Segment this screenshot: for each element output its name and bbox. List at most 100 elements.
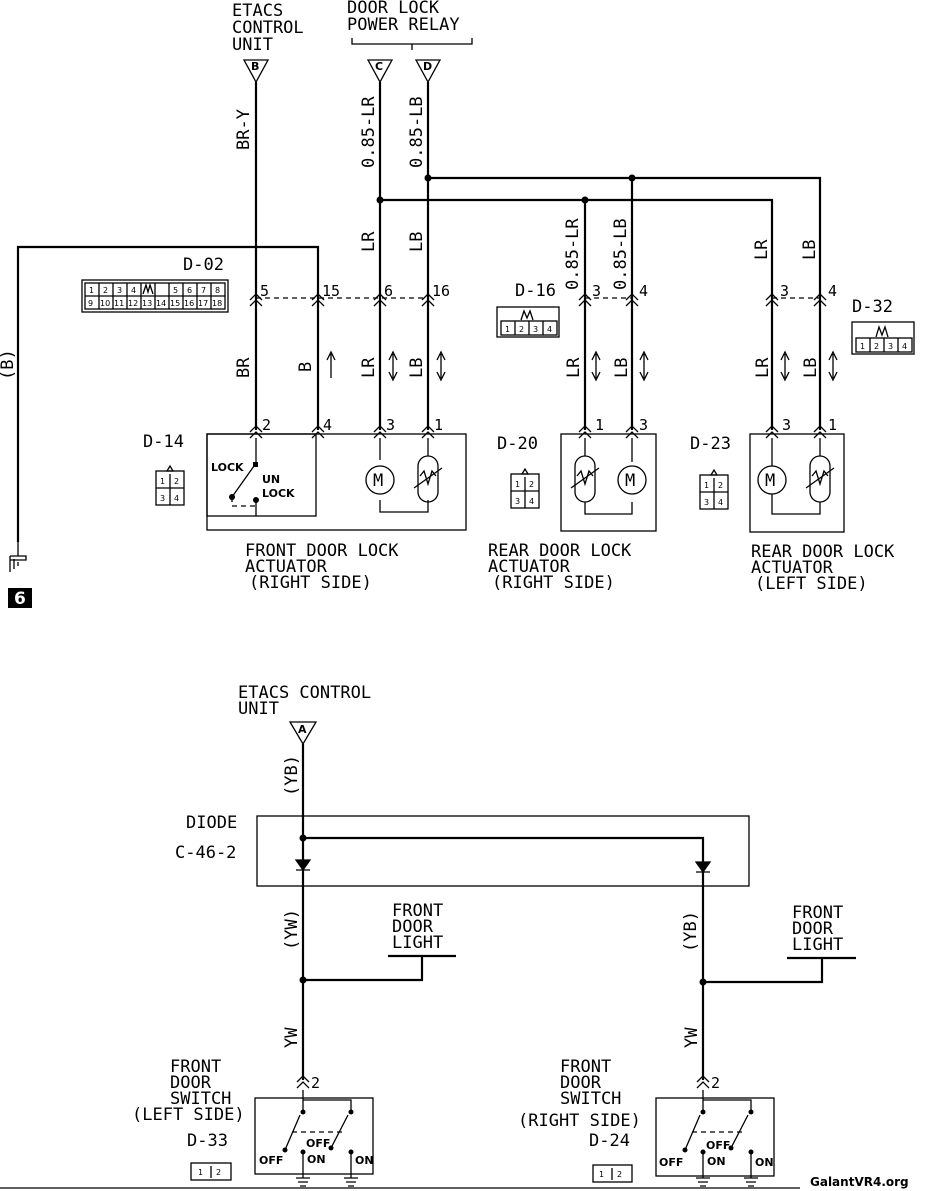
svg-text:ACTUATOR: ACTUATOR bbox=[751, 558, 834, 578]
svg-text:ON: ON bbox=[755, 1156, 774, 1169]
svg-text:DOOR: DOOR bbox=[560, 1073, 602, 1093]
svg-text:LB: LB bbox=[612, 358, 632, 378]
svg-text:0.85-LR: 0.85-LR bbox=[359, 96, 379, 168]
svg-text:1: 1 bbox=[704, 481, 709, 490]
svg-text:FRONT DOOR LOCK: FRONT DOOR LOCK bbox=[245, 541, 399, 561]
svg-text:4: 4 bbox=[547, 325, 552, 334]
svg-text:4: 4 bbox=[639, 282, 648, 300]
svg-text:2: 2 bbox=[262, 416, 271, 434]
svg-text:4: 4 bbox=[529, 497, 534, 506]
svg-text:0.85-LB: 0.85-LB bbox=[407, 96, 427, 168]
svg-text:0.85-LB: 0.85-LB bbox=[611, 218, 631, 290]
svg-text:FRONT: FRONT bbox=[170, 1057, 221, 1077]
svg-text:ON: ON bbox=[307, 1153, 326, 1166]
svg-text:3: 3 bbox=[160, 494, 165, 503]
svg-text:D: D bbox=[423, 60, 432, 73]
svg-text:REAR DOOR LOCK: REAR DOOR LOCK bbox=[751, 542, 895, 562]
svg-text:(RIGHT SIDE): (RIGHT SIDE) bbox=[249, 573, 372, 593]
svg-text:2: 2 bbox=[711, 1074, 720, 1092]
etacs-control-unit-bottom-label: ETACS CONTROL UNIT bbox=[238, 683, 371, 719]
svg-text:(YB): (YB) bbox=[681, 911, 701, 952]
svg-text:10: 10 bbox=[100, 299, 110, 308]
svg-text:2: 2 bbox=[103, 286, 108, 295]
svg-text:0.85-LR: 0.85-LR bbox=[563, 218, 583, 290]
svg-text:12: 12 bbox=[128, 299, 138, 308]
svg-text:YW: YW bbox=[282, 1027, 302, 1048]
svg-text:5: 5 bbox=[173, 286, 178, 295]
svg-text:LR: LR bbox=[359, 357, 379, 378]
connector-d: D bbox=[414, 59, 442, 84]
svg-text:9: 9 bbox=[88, 299, 93, 308]
svg-text:16: 16 bbox=[432, 282, 450, 300]
front-door-light-right: FRONT DOOR LIGHT bbox=[792, 903, 843, 955]
svg-text:2: 2 bbox=[216, 1168, 221, 1177]
svg-text:11: 11 bbox=[114, 299, 124, 308]
connector-d16: D-16 3 4 1 2 3 4 bbox=[496, 281, 648, 338]
svg-text:D-02: D-02 bbox=[183, 255, 224, 275]
svg-text:(YB): (YB) bbox=[282, 755, 302, 796]
svg-text:6: 6 bbox=[384, 282, 393, 300]
svg-text:SWITCH: SWITCH bbox=[560, 1089, 621, 1109]
svg-text:UNIT: UNIT bbox=[232, 35, 273, 55]
svg-text:6: 6 bbox=[187, 286, 192, 295]
svg-text:4: 4 bbox=[131, 286, 136, 295]
svg-text:ACTUATOR: ACTUATOR bbox=[488, 557, 571, 577]
svg-text:1: 1 bbox=[595, 416, 604, 434]
svg-text:18: 18 bbox=[212, 299, 222, 308]
svg-text:2: 2 bbox=[617, 1170, 622, 1179]
svg-text:3: 3 bbox=[533, 325, 538, 334]
svg-text:M: M bbox=[373, 471, 383, 491]
svg-text:SWITCH: SWITCH bbox=[170, 1089, 231, 1109]
svg-text:(LEFT SIDE): (LEFT SIDE) bbox=[132, 1105, 245, 1125]
svg-text:OFF: OFF bbox=[659, 1156, 683, 1169]
svg-text:13: 13 bbox=[142, 299, 152, 308]
svg-text:FRONT: FRONT bbox=[560, 1057, 611, 1077]
svg-text:LR: LR bbox=[752, 239, 772, 260]
svg-text:3: 3 bbox=[782, 416, 791, 434]
svg-text:3: 3 bbox=[117, 286, 122, 295]
svg-text:D-16: D-16 bbox=[515, 281, 556, 301]
svg-text:4: 4 bbox=[718, 498, 723, 507]
svg-text:ETACS: ETACS bbox=[232, 1, 283, 21]
svg-text:4: 4 bbox=[323, 416, 332, 434]
svg-text:LB: LB bbox=[801, 358, 821, 378]
svg-text:4: 4 bbox=[902, 342, 907, 351]
svg-text:DOOR: DOOR bbox=[392, 917, 434, 937]
svg-text:D-33: D-33 bbox=[187, 1131, 228, 1151]
svg-text:3: 3 bbox=[515, 497, 520, 506]
svg-text:BR-Y: BR-Y bbox=[234, 109, 254, 150]
etacs-control-unit-label: ETACS CONTROL UNIT bbox=[232, 1, 304, 55]
wire-labels-bottom: (YB) (YW) (YB) YW YW bbox=[282, 755, 702, 1048]
front-door-light-left: FRONT DOOR LIGHT bbox=[392, 901, 443, 953]
svg-text:1: 1 bbox=[505, 325, 510, 334]
svg-text:(RIGHT SIDE): (RIGHT SIDE) bbox=[518, 1111, 641, 1131]
svg-text:POWER RELAY: POWER RELAY bbox=[347, 15, 460, 35]
svg-text:C: C bbox=[375, 60, 383, 73]
svg-text:YW: YW bbox=[682, 1027, 702, 1048]
svg-text:1: 1 bbox=[860, 342, 865, 351]
svg-text:1: 1 bbox=[515, 480, 520, 489]
svg-text:3: 3 bbox=[386, 416, 395, 434]
svg-text:7: 7 bbox=[201, 286, 206, 295]
svg-text:8: 8 bbox=[215, 286, 220, 295]
svg-text:LB: LB bbox=[407, 232, 427, 252]
svg-text:3: 3 bbox=[888, 342, 893, 351]
svg-text:1: 1 bbox=[160, 477, 165, 486]
svg-text:ON: ON bbox=[707, 1155, 726, 1168]
ground-icon: 6 bbox=[8, 542, 32, 609]
svg-text:(RIGHT SIDE): (RIGHT SIDE) bbox=[492, 573, 615, 593]
svg-text:FRONT: FRONT bbox=[392, 901, 443, 921]
svg-text:DOOR LOCK: DOOR LOCK bbox=[347, 0, 440, 18]
svg-text:3: 3 bbox=[704, 498, 709, 507]
svg-text:1: 1 bbox=[89, 286, 94, 295]
svg-text:15: 15 bbox=[170, 299, 180, 308]
watermark: GalantVR4.org bbox=[810, 1175, 909, 1189]
front-door-switch-right: FRONT DOOR SWITCH (RIGHT SIDE) D-24 2 OF… bbox=[518, 1057, 775, 1187]
svg-text:2: 2 bbox=[529, 480, 534, 489]
svg-text:A: A bbox=[298, 723, 307, 736]
svg-text:M: M bbox=[625, 471, 635, 491]
wire-labels-top: BR-Y 0.85-LR 0.85-LB LR LB 0.85-LR 0.85-… bbox=[0, 96, 821, 380]
svg-text:4: 4 bbox=[828, 282, 837, 300]
wiring-bottom bbox=[256, 744, 856, 1089]
